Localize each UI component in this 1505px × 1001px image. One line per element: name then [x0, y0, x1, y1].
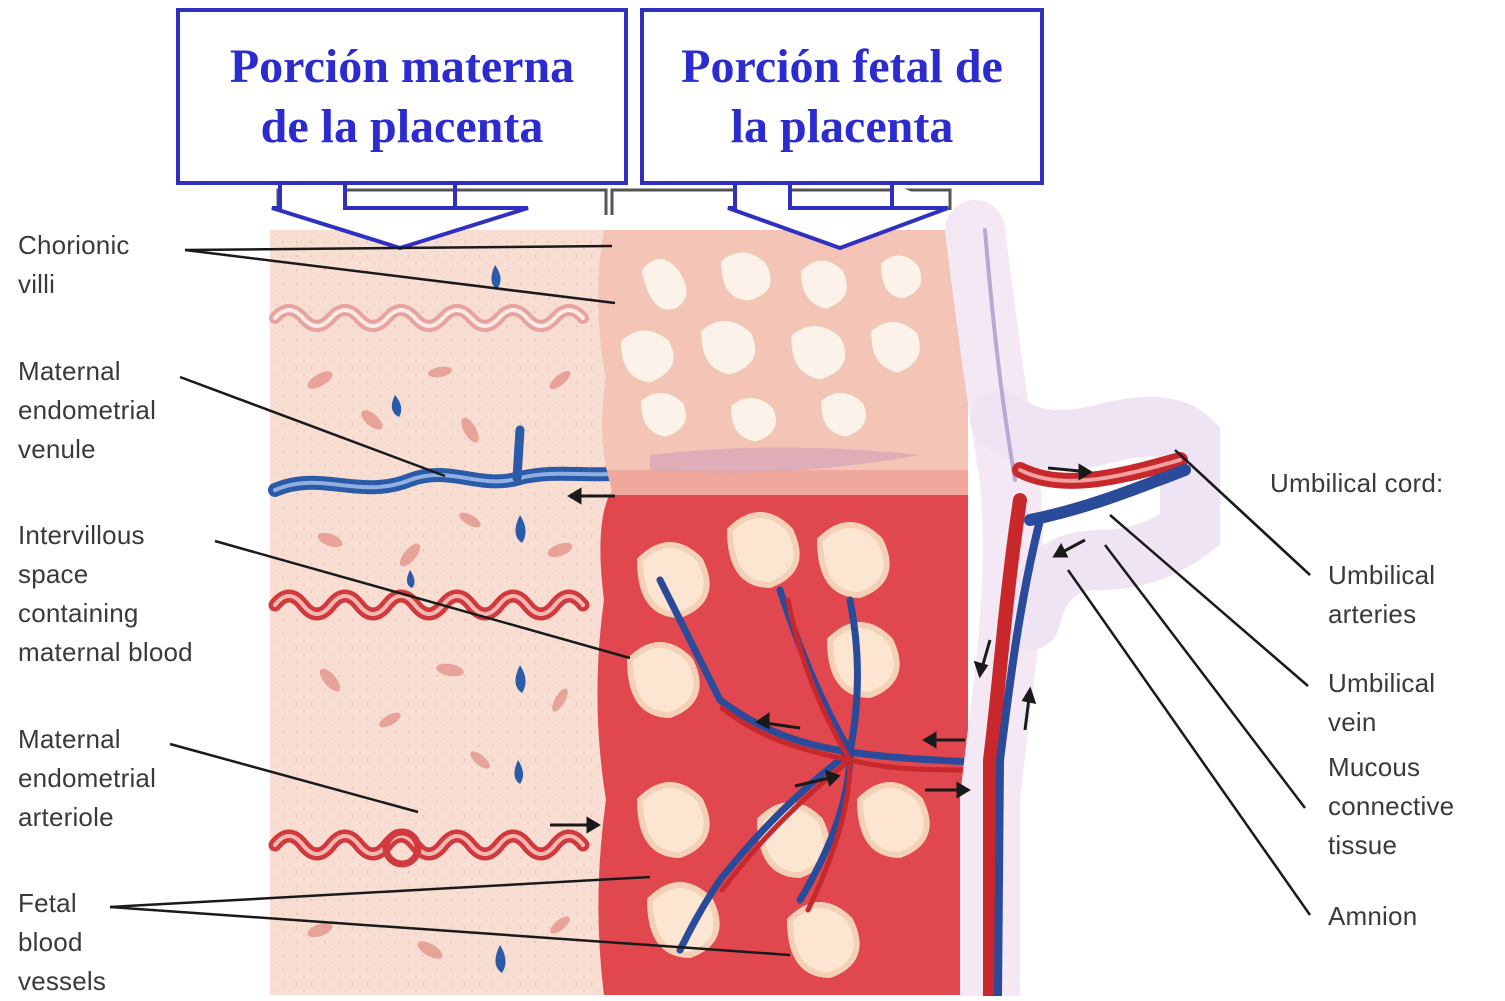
label-umbilical-arteries: Umbilical arteries	[1328, 556, 1435, 634]
label-maternal-venule: Maternal endometrial venule	[18, 352, 156, 469]
label-text: vein	[1328, 703, 1435, 742]
label-text: endometrial	[18, 391, 156, 430]
label-text: Fetal	[18, 884, 106, 923]
label-text: Umbilical cord:	[1270, 464, 1444, 503]
callout-fetal-line1: Porción fetal de	[644, 37, 1040, 97]
label-text: space	[18, 555, 193, 594]
label-text: Amnion	[1328, 897, 1417, 936]
label-text: Umbilical	[1328, 556, 1435, 595]
label-text: arteries	[1328, 595, 1435, 634]
label-text: Umbilical	[1328, 664, 1435, 703]
label-text: villi	[18, 265, 130, 304]
label-amnion: Amnion	[1328, 897, 1417, 936]
label-mucous-tissue: Mucous connective tissue	[1328, 748, 1454, 865]
label-fetal-vessels: Fetal blood vessels	[18, 884, 106, 1001]
label-text: vessels	[18, 962, 106, 1001]
label-text: maternal blood	[18, 633, 193, 672]
label-text: Maternal	[18, 352, 156, 391]
callout-maternal-portion: Porción materna de la placenta	[176, 8, 628, 185]
fetal-portion	[585, 230, 975, 995]
callout-maternal-line1: Porción materna	[180, 37, 624, 97]
label-text: endometrial	[18, 759, 156, 798]
callout-fetal-portion: Porción fetal de la placenta	[640, 8, 1044, 185]
label-text: Chorionic	[18, 226, 130, 265]
label-text: venule	[18, 430, 156, 469]
callout-fetal-line2: la placenta	[644, 97, 1040, 157]
callout-maternal-line2: de la placenta	[180, 97, 624, 157]
label-maternal-arteriole: Maternal endometrial arteriole	[18, 720, 156, 837]
label-text: connective	[1328, 787, 1454, 826]
label-chorionic-villi: Chorionic villi	[18, 226, 130, 304]
label-text: containing	[18, 594, 193, 633]
label-intervillous-space: Intervillous space containing maternal b…	[18, 516, 193, 672]
label-umbilical-vein: Umbilical vein	[1328, 664, 1435, 742]
label-text: Maternal	[18, 720, 156, 759]
label-text: tissue	[1328, 826, 1454, 865]
label-text: arteriole	[18, 798, 156, 837]
label-text: Intervillous	[18, 516, 193, 555]
label-text: blood	[18, 923, 106, 962]
label-text: Mucous	[1328, 748, 1454, 787]
label-umbilical-cord: Umbilical cord:	[1270, 464, 1444, 503]
